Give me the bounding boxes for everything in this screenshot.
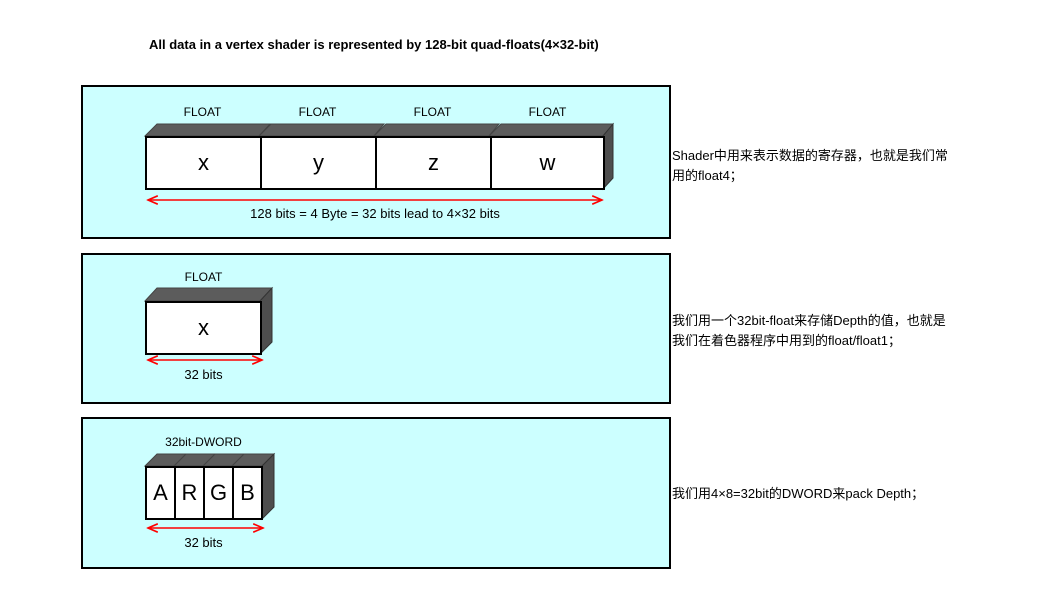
- dword-note: 我们用4×8=32bit的DWORD来pack Depth；: [672, 486, 925, 501]
- register-cell-x: x: [145, 301, 262, 355]
- note-line: Shader中用来表示数据的寄存器，也就是我们常: [672, 148, 948, 163]
- cell-top-x: [143, 287, 274, 302]
- float4-note: Shader中用来表示数据的寄存器，也就是我们常 用的float4；: [672, 146, 948, 186]
- channel-cell-g: G: [203, 466, 234, 520]
- dword-measure-label: 32 bits: [184, 535, 223, 550]
- cell-top-x: [143, 123, 272, 137]
- float-label: FLOAT: [183, 105, 222, 119]
- register-cell-w: w: [490, 136, 605, 190]
- channel-cell-a: A: [145, 466, 176, 520]
- float-label: FLOAT: [184, 270, 223, 284]
- panel-dword: [81, 417, 671, 569]
- register-cell-x: x: [145, 136, 262, 190]
- block-side: [261, 452, 275, 521]
- float4-block-3d: [143, 122, 615, 191]
- float1-note: 我们用一个32bit-float来存储Depth的值，也就是 我们在着色器程序中…: [672, 311, 946, 351]
- float4-measure-label: 128 bits = 4 Byte = 32 bits lead to 4×32…: [250, 206, 500, 221]
- float1-block-3d: [143, 286, 274, 356]
- note-line: 我们用一个32bit-float来存储Depth的值，也就是: [672, 313, 946, 328]
- float-label: FLOAT: [528, 105, 567, 119]
- channel-cell-b: B: [232, 466, 263, 520]
- note-line: 我们在着色器程序中用到的float/float1；: [672, 333, 901, 348]
- float-label: FLOAT: [413, 105, 452, 119]
- diagram-title: All data in a vertex shader is represent…: [149, 37, 599, 52]
- note-line: 用的float4；: [672, 168, 743, 183]
- cell-top-z: [372, 123, 501, 137]
- cell-top-w: [487, 123, 615, 137]
- register-cell-z: z: [375, 136, 492, 190]
- float-label: FLOAT: [298, 105, 337, 119]
- dword-label: 32bit-DWORD: [165, 435, 242, 449]
- channel-cell-r: R: [174, 466, 205, 520]
- cell-top-y: [257, 123, 386, 137]
- register-cell-y: y: [260, 136, 377, 190]
- float1-measure-label: 32 bits: [184, 367, 223, 382]
